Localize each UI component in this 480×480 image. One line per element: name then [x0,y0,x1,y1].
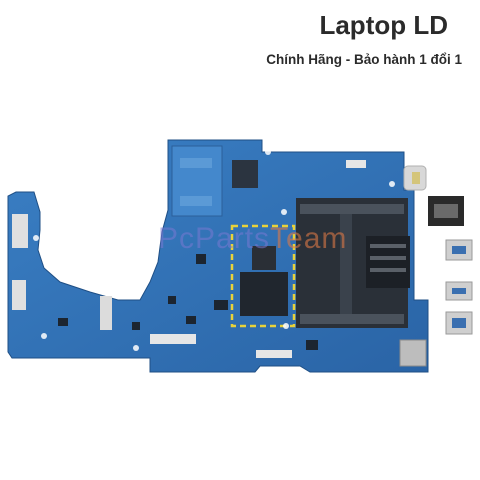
cpu-chip [252,246,276,270]
fan-connector [346,160,366,168]
left-connector [12,214,28,248]
brand-subtitle: Chính Hãng - Bảo hành 1 đổi 1 [266,52,462,67]
cpu-highlight [230,224,296,328]
watermark-part1: PcParts [158,222,271,255]
brand-title: Laptop LD [319,10,448,40]
bios-chip [232,160,258,188]
watermark: PcPartsTeam [158,222,347,256]
watermark-part2: Team [270,222,348,255]
